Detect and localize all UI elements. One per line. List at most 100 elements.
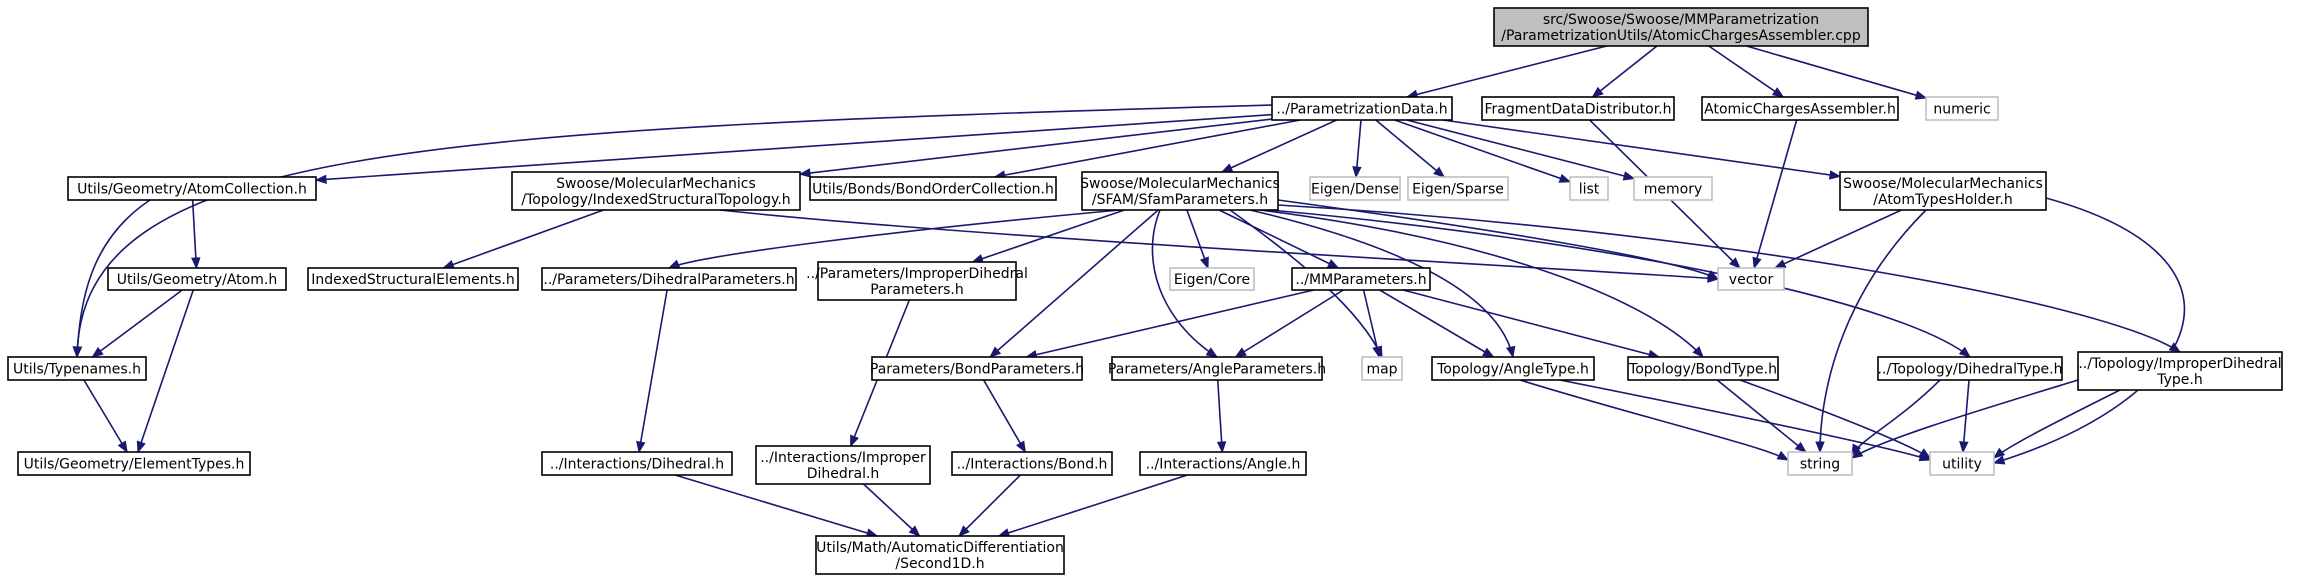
node-label: map [1366,362,1397,378]
node-label: ../Parameters/DihedralParameters.h [543,272,794,288]
node-ise[interactable]: IndexedStructuralElements.h [307,267,519,291]
node-box [755,445,931,485]
edge-atom-to-elemtypes [136,289,195,454]
arrowhead [191,257,201,270]
edge-line [1592,45,1658,98]
node-box [1407,176,1509,201]
node-atomcoll[interactable]: Utils/Geometry/AtomCollection.h [67,176,317,201]
node-iangle[interactable]: ../Interactions/Angle.h [1139,451,1307,476]
edge-line [1774,209,1902,269]
node-box [1877,356,2063,381]
edge-line [1819,209,1927,453]
node-box [1169,267,1255,291]
edge-mmp-to-bondp [1025,289,1314,360]
node-ath[interactable]: Swoose/MolecularMechanics/AtomTypesHolde… [1839,171,2047,211]
edge-pdata-to-esparse [1375,119,1446,178]
node-label: Swoose/MolecularMechanics [556,176,756,192]
node-atom[interactable]: Utils/Geometry/Atom.h [107,267,287,291]
arrowhead [1591,86,1604,98]
arrowhead [798,168,811,178]
edge-pdata-to-list [1394,119,1572,183]
node-aca[interactable]: AtomicChargesAssembler.h [1701,96,1899,121]
edge-sfam-to-vector [1277,199,1720,280]
node-angletype[interactable]: Topology/AngleType.h [1431,356,1595,381]
node-second[interactable]: Utils/Math/AutomaticDifferentiation/Seco… [815,535,1065,575]
node-box [809,176,1057,201]
arrowhead [958,525,970,537]
node-label: utility [1942,457,1982,473]
node-dihtype[interactable]: ../Topology/DihedralType.h [1877,356,2063,381]
edge-line [1519,379,1789,461]
edge-anglep-to-iangle [1216,379,1227,454]
edge-atomcoll-to-atom [191,199,201,270]
node-bondtype[interactable]: Topology/BondType.h [1627,356,1779,381]
edge-ath-to-vector [1773,209,1902,269]
node-label: Utils/Math/AutomaticDifferentiation [816,540,1064,556]
node-iimp[interactable]: ../Interactions/ImproperDihedral.h [755,445,931,485]
edge-imptype-to-utility [1992,389,2121,459]
node-root[interactable]: src/Swoose/Swoose/MMParametrization/Para… [1493,7,1869,47]
node-box [107,267,287,291]
edge-line [1259,209,1704,358]
node-box [1925,96,1999,121]
node-label: /SFAM/SfamParameters.h [1092,192,1268,208]
edge-line [638,289,668,453]
edge-pdata-to-edense [1352,119,1362,179]
node-box [1111,356,1323,381]
edge-root-to-pdata [1405,45,1607,99]
node-ibond[interactable]: ../Interactions/Bond.h [951,451,1113,476]
edge-line [1739,379,1931,459]
edge-root-to-numeric [1746,45,1928,100]
arrowhead [91,346,104,358]
node-box [1569,176,1609,201]
edge-line [1277,204,2181,353]
node-utility: utility [1929,451,1995,476]
node-pdata[interactable]: ../ParametrizationData.h [1271,96,1453,121]
arrowhead [314,174,327,185]
arrowhead [667,259,681,269]
edge-line [1151,209,1218,358]
edge-sfam-to-angletype [1249,209,1516,359]
node-label: Dihedral.h [807,466,880,482]
node-label: Swoose/MolecularMechanics [1080,176,1280,192]
node-typenames[interactable]: Utils/Typenames.h [7,356,147,381]
edge-line [989,209,1159,358]
node-box [1839,171,2047,211]
edge-line [982,379,1027,453]
arrowhead [72,346,83,359]
node-sfam[interactable]: Swoose/MolecularMechanics/SFAM/SfamParam… [1080,171,1280,211]
node-box [7,356,147,381]
node-fdd[interactable]: FragmentDataDistributor.h [1481,96,1675,121]
node-idih[interactable]: ../Interactions/Dihedral.h [541,451,733,476]
node-elemtypes[interactable]: Utils/Geometry/ElementTypes.h [17,451,251,476]
arrowhead [1372,345,1382,359]
arrowhead [1216,441,1227,454]
node-boc[interactable]: Utils/Bonds/BondOrderCollection.h [809,176,1057,201]
edge-angletype-to-utility [1559,379,1932,462]
arrowhead [1433,166,1446,178]
edge-line [674,474,878,537]
edge-root-to-fdd [1591,45,1658,98]
edge-pdata-to-boc [993,119,1301,180]
arrowhead [1918,448,1932,459]
node-memory: memory [1633,176,1713,201]
edge-line [1375,119,1445,178]
edge-line [1406,119,1635,180]
edge-sfam-to-impp [971,209,1125,264]
node-ist[interactable]: Swoose/MolecularMechanics/Topology/Index… [511,171,801,211]
node-anglep[interactable]: Parameters/AngleParameters.h [1108,356,1326,381]
node-dihp[interactable]: ../Parameters/DihedralParameters.h [541,267,797,291]
edge-line [91,289,183,358]
node-box [1431,356,1595,381]
node-bondp[interactable]: Parameters/BondParameters.h [870,356,1084,381]
edge-line [1851,379,2079,459]
node-box [541,267,797,291]
edge-angletype-to-string [1519,379,1790,461]
arrowhead [1815,441,1825,454]
node-label: ../ParametrizationData.h [1276,102,1447,118]
edge-iangle-to-second [997,474,1188,538]
node-label: Topology/AngleType.h [1436,362,1589,378]
node-impp[interactable]: ../Parameters/ImproperDihedralParameters… [806,261,1028,301]
node-mmp[interactable]: ../MMParameters.h [1291,267,1431,291]
